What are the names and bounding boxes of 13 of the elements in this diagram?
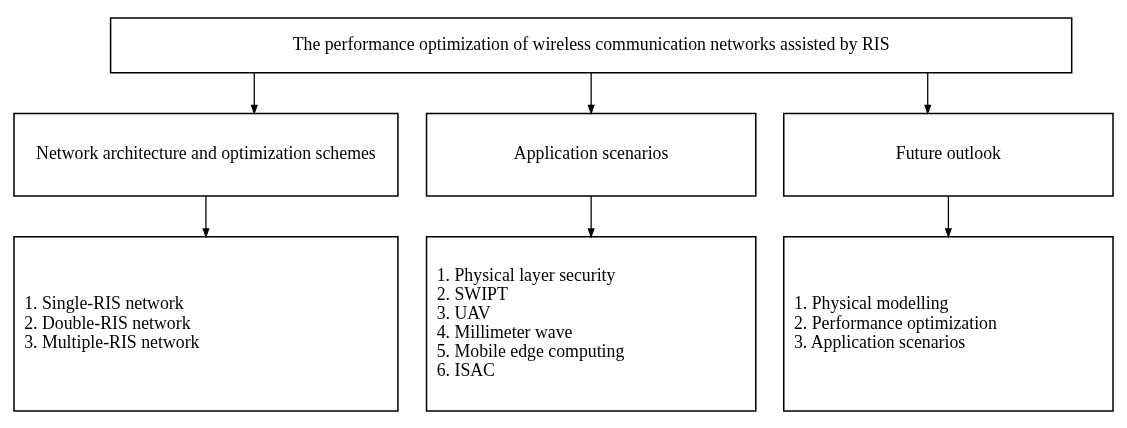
node-box: Application scenarios [425,112,757,197]
arrow [202,195,210,238]
node-box: 1. Physical modelling 2. Performance optimization 3. Application scenarios [783,235,1114,412]
arrow [944,195,952,238]
node-box: 1. Physical layer security 2. SWIPT 3. UAV 4. Millimeter wave 5. Mobile edge computing 6. ISAC [425,235,757,412]
arrow [250,71,258,115]
arrow [587,71,595,115]
node-box: Network architecture and optimization schemes [13,112,399,197]
node-box: 1. Single-RIS network 2. Double-RIS network 3. Multiple-RIS network [13,235,399,412]
arrow [587,195,595,238]
node-box: Future outlook [783,112,1114,197]
node-box: The performance optimization of wireless communication networks assisted by RIS [109,16,1073,73]
arrow [924,71,932,115]
